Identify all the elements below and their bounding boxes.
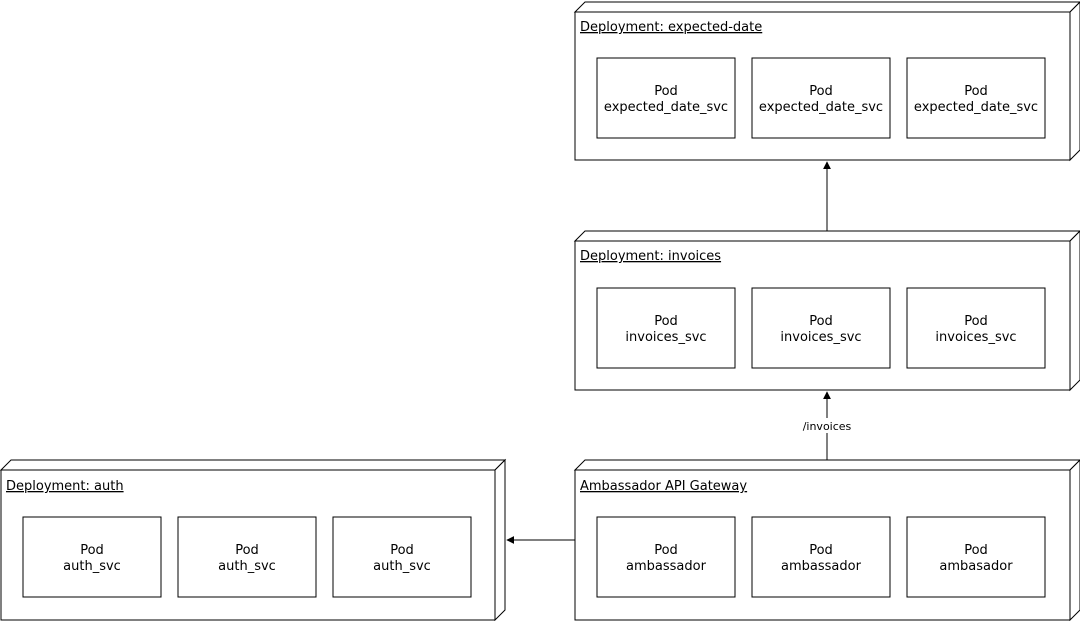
pod-title: Pod — [964, 314, 988, 329]
pod-box[interactable]: Pod auth_svc — [332, 516, 472, 598]
pod-name: invoices_svc — [625, 330, 706, 345]
deployment-label: Ambassador API Gateway — [580, 479, 747, 494]
pod-box[interactable]: Pod auth_svc — [177, 516, 317, 598]
deployment-gateway[interactable]: Ambassador API Gateway Pod ambassador Po… — [573, 459, 1080, 621]
pod-name: invoices_svc — [935, 330, 1016, 345]
deployment-label: Deployment: auth — [6, 479, 124, 494]
edge-label: /invoices — [803, 420, 852, 433]
pod-name: ambassador — [781, 559, 862, 574]
pod-name: auth_svc — [373, 559, 431, 574]
edge-gateway-to-invoices: /invoices — [800, 391, 854, 460]
pod-box[interactable]: Pod invoices_svc — [596, 287, 736, 369]
pod-box[interactable]: Pod auth_svc — [22, 516, 162, 598]
pod-title: Pod — [809, 314, 833, 329]
pod-name: auth_svc — [218, 559, 276, 574]
pod-name: auth_svc — [63, 559, 121, 574]
pod-box[interactable]: Pod expected_date_svc — [906, 57, 1046, 139]
pod-title: Pod — [80, 543, 104, 558]
deployment-expected-date[interactable]: Deployment: expected-date Pod expected_d… — [573, 1, 1080, 162]
pod-box[interactable]: Pod invoices_svc — [751, 287, 891, 369]
pod-name: invoices_svc — [780, 330, 861, 345]
pod-box[interactable]: Pod expected_date_svc — [596, 57, 736, 139]
pod-box[interactable]: Pod ambassador — [751, 516, 891, 598]
pod-name: expected_date_svc — [914, 100, 1038, 115]
pod-name: expected_date_svc — [604, 100, 728, 115]
pod-box[interactable]: Pod invoices_svc — [906, 287, 1046, 369]
deployment-auth[interactable]: Deployment: auth Pod auth_svc Pod auth_s… — [0, 458, 507, 621]
pod-name: ambassador — [626, 559, 707, 574]
pod-name: ambasador — [939, 559, 1013, 574]
pod-box[interactable]: Pod ambassador — [596, 516, 736, 598]
pod-title: Pod — [654, 314, 678, 329]
pod-box[interactable]: Pod expected_date_svc — [751, 57, 891, 139]
pod-title: Pod — [390, 543, 414, 558]
deployment-invoices[interactable]: Deployment: invoices Pod invoices_svc Po… — [573, 230, 1080, 392]
pod-title: Pod — [654, 84, 678, 99]
pod-name: expected_date_svc — [759, 100, 883, 115]
pod-title: Pod — [964, 543, 988, 558]
deployment-label: Deployment: invoices — [580, 249, 721, 264]
deployment-label: Deployment: expected-date — [580, 20, 762, 35]
pod-title: Pod — [809, 543, 833, 558]
pod-title: Pod — [654, 543, 678, 558]
pod-box[interactable]: Pod ambasador — [906, 516, 1046, 598]
pod-title: Pod — [964, 84, 988, 99]
pod-title: Pod — [809, 84, 833, 99]
pod-title: Pod — [235, 543, 259, 558]
